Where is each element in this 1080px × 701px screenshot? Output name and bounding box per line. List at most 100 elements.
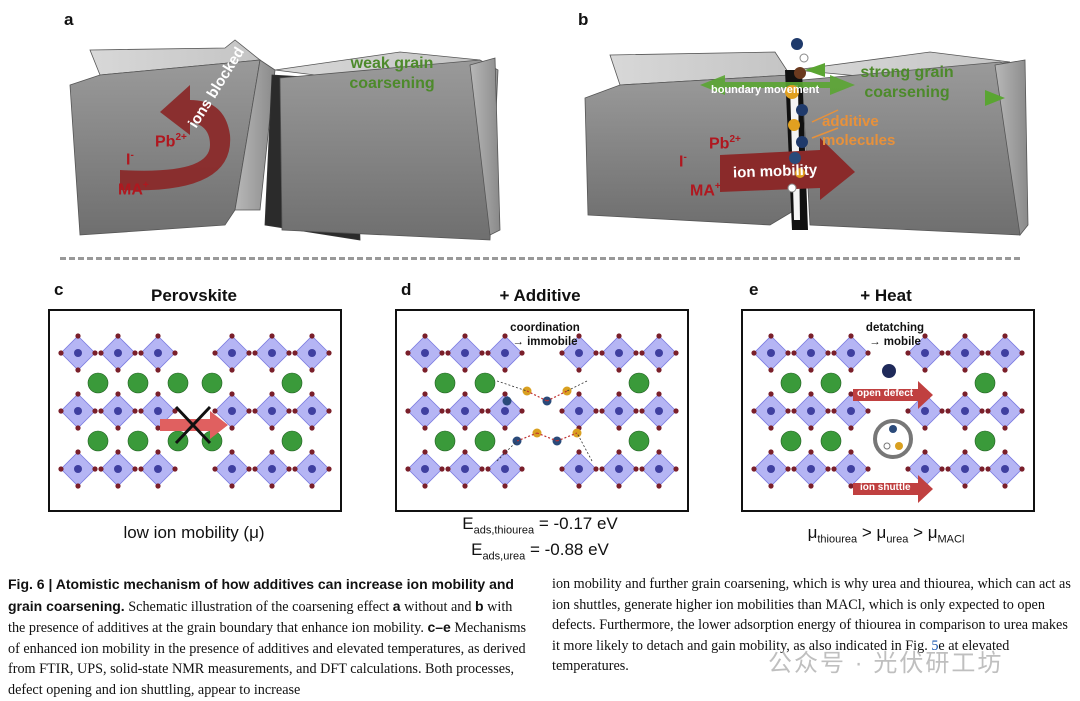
iodide-ion-b: I- [679, 152, 687, 171]
iodide-atom [439, 350, 445, 356]
iodide-atom [962, 449, 968, 455]
iodide-atom [269, 425, 275, 431]
iodide-atom [115, 483, 121, 489]
iodide-atom [865, 350, 871, 356]
iodide-atom [751, 408, 757, 414]
pb-atom [154, 349, 162, 357]
ma-ion-b: MA+ [690, 181, 721, 200]
iodide-atom [825, 466, 831, 472]
iodide-atom [979, 408, 985, 414]
panel-e-box: detatching → mobile open defect ion shut… [741, 309, 1035, 512]
iodide-atom [593, 350, 599, 356]
iodide-atom [616, 425, 622, 431]
iodide-atom [962, 333, 968, 339]
iodide-atom [985, 466, 991, 472]
ma-text: MA [690, 182, 715, 200]
caption-text-4: Mechanisms of enhanced ion mobility in t… [8, 620, 527, 698]
ma-text: MA [118, 181, 143, 199]
iodide-atom [292, 408, 298, 414]
iodide-atom [479, 350, 485, 356]
coord-line2: → immobile [512, 336, 578, 348]
pb-atom [655, 465, 663, 473]
iodide-atom [326, 466, 332, 472]
iodide-atom [115, 333, 121, 339]
panel-label-b: b [578, 10, 589, 29]
additive-atom [502, 396, 512, 406]
iodide-atom [599, 350, 605, 356]
iodide-atom [848, 483, 854, 489]
pb-atom [421, 465, 429, 473]
watermark-text: 公众号 · 光伏研工坊 [768, 650, 1004, 677]
iodide-atom [212, 408, 218, 414]
iodide-atom [309, 333, 315, 339]
iodide-atom [962, 425, 968, 431]
iodide-atom [422, 483, 428, 489]
section-divider [60, 257, 1020, 260]
e2-sub: ads,urea [482, 550, 526, 563]
pb-atom [807, 349, 815, 357]
iodide-atom [92, 408, 98, 414]
panel-a-grains [69, 39, 501, 241]
iodide-atom [502, 367, 508, 373]
caption-right: ion mobility and further grain coarsenin… [552, 574, 1074, 677]
iodide-atom [1002, 333, 1008, 339]
rotation-ring [873, 419, 913, 459]
iodide-atom [639, 408, 645, 414]
iodide-atom [92, 350, 98, 356]
fig-5-link[interactable]: 5 [931, 637, 939, 654]
iodide-atom [138, 408, 144, 414]
iodide-atom [462, 483, 468, 489]
iodide-atom [939, 408, 945, 414]
pb-atom [268, 407, 276, 415]
pb-atom [847, 349, 855, 357]
panel-c-title: Perovskite [151, 286, 237, 305]
iodide-atom [962, 367, 968, 373]
e2-main: E [471, 540, 483, 560]
iodide-atom [831, 350, 837, 356]
pb-atom [114, 465, 122, 473]
ion-shuttle-arrow [853, 475, 933, 503]
iodide-atom [865, 408, 871, 414]
panel-d-title: + Additive [499, 286, 581, 305]
coordination-label: coordination → immobile [485, 321, 605, 349]
iodide-atom [309, 425, 315, 431]
iodide-atom [831, 466, 837, 472]
iodide-atom [75, 333, 81, 339]
iodide-atom [808, 483, 814, 489]
iodide-atom [593, 408, 599, 414]
iodide-atom [155, 449, 161, 455]
iodide-atom [422, 391, 428, 397]
iodide-atom [808, 333, 814, 339]
pb-atom [847, 465, 855, 473]
iodide-atom [1019, 350, 1025, 356]
iodide-atom [791, 350, 797, 356]
iodide-atom [639, 466, 645, 472]
iodide-atom [768, 367, 774, 373]
iodide-atom [115, 425, 121, 431]
iodide-atom [1002, 425, 1008, 431]
iodide-atom [462, 391, 468, 397]
coordination-bond [496, 440, 518, 462]
ion-mobility-label: ion mobility [732, 161, 818, 182]
iodide-atom [155, 483, 161, 489]
panel-c-under: low ion mobility (μ) [123, 523, 265, 542]
iodide-atom [479, 408, 485, 414]
iodide-atom [462, 333, 468, 339]
pb-atom [961, 349, 969, 357]
iodide-atom [405, 350, 411, 356]
iodide-atom [172, 350, 178, 356]
iodide-atom [979, 350, 985, 356]
iodide-atom [309, 449, 315, 455]
iodide-atom [1002, 449, 1008, 455]
iodide-atom [616, 449, 622, 455]
caption-ref-a: a [392, 597, 401, 614]
pb-atom [154, 407, 162, 415]
ion-shuttle-label: ion shuttle [860, 482, 911, 493]
panel-label-a: a [64, 10, 74, 29]
iodide-atom [132, 466, 138, 472]
pb-atom [461, 349, 469, 357]
iodide-atom [599, 466, 605, 472]
coordination-bond [556, 432, 578, 442]
iodide-atom [212, 466, 218, 472]
iodide-atom [132, 350, 138, 356]
